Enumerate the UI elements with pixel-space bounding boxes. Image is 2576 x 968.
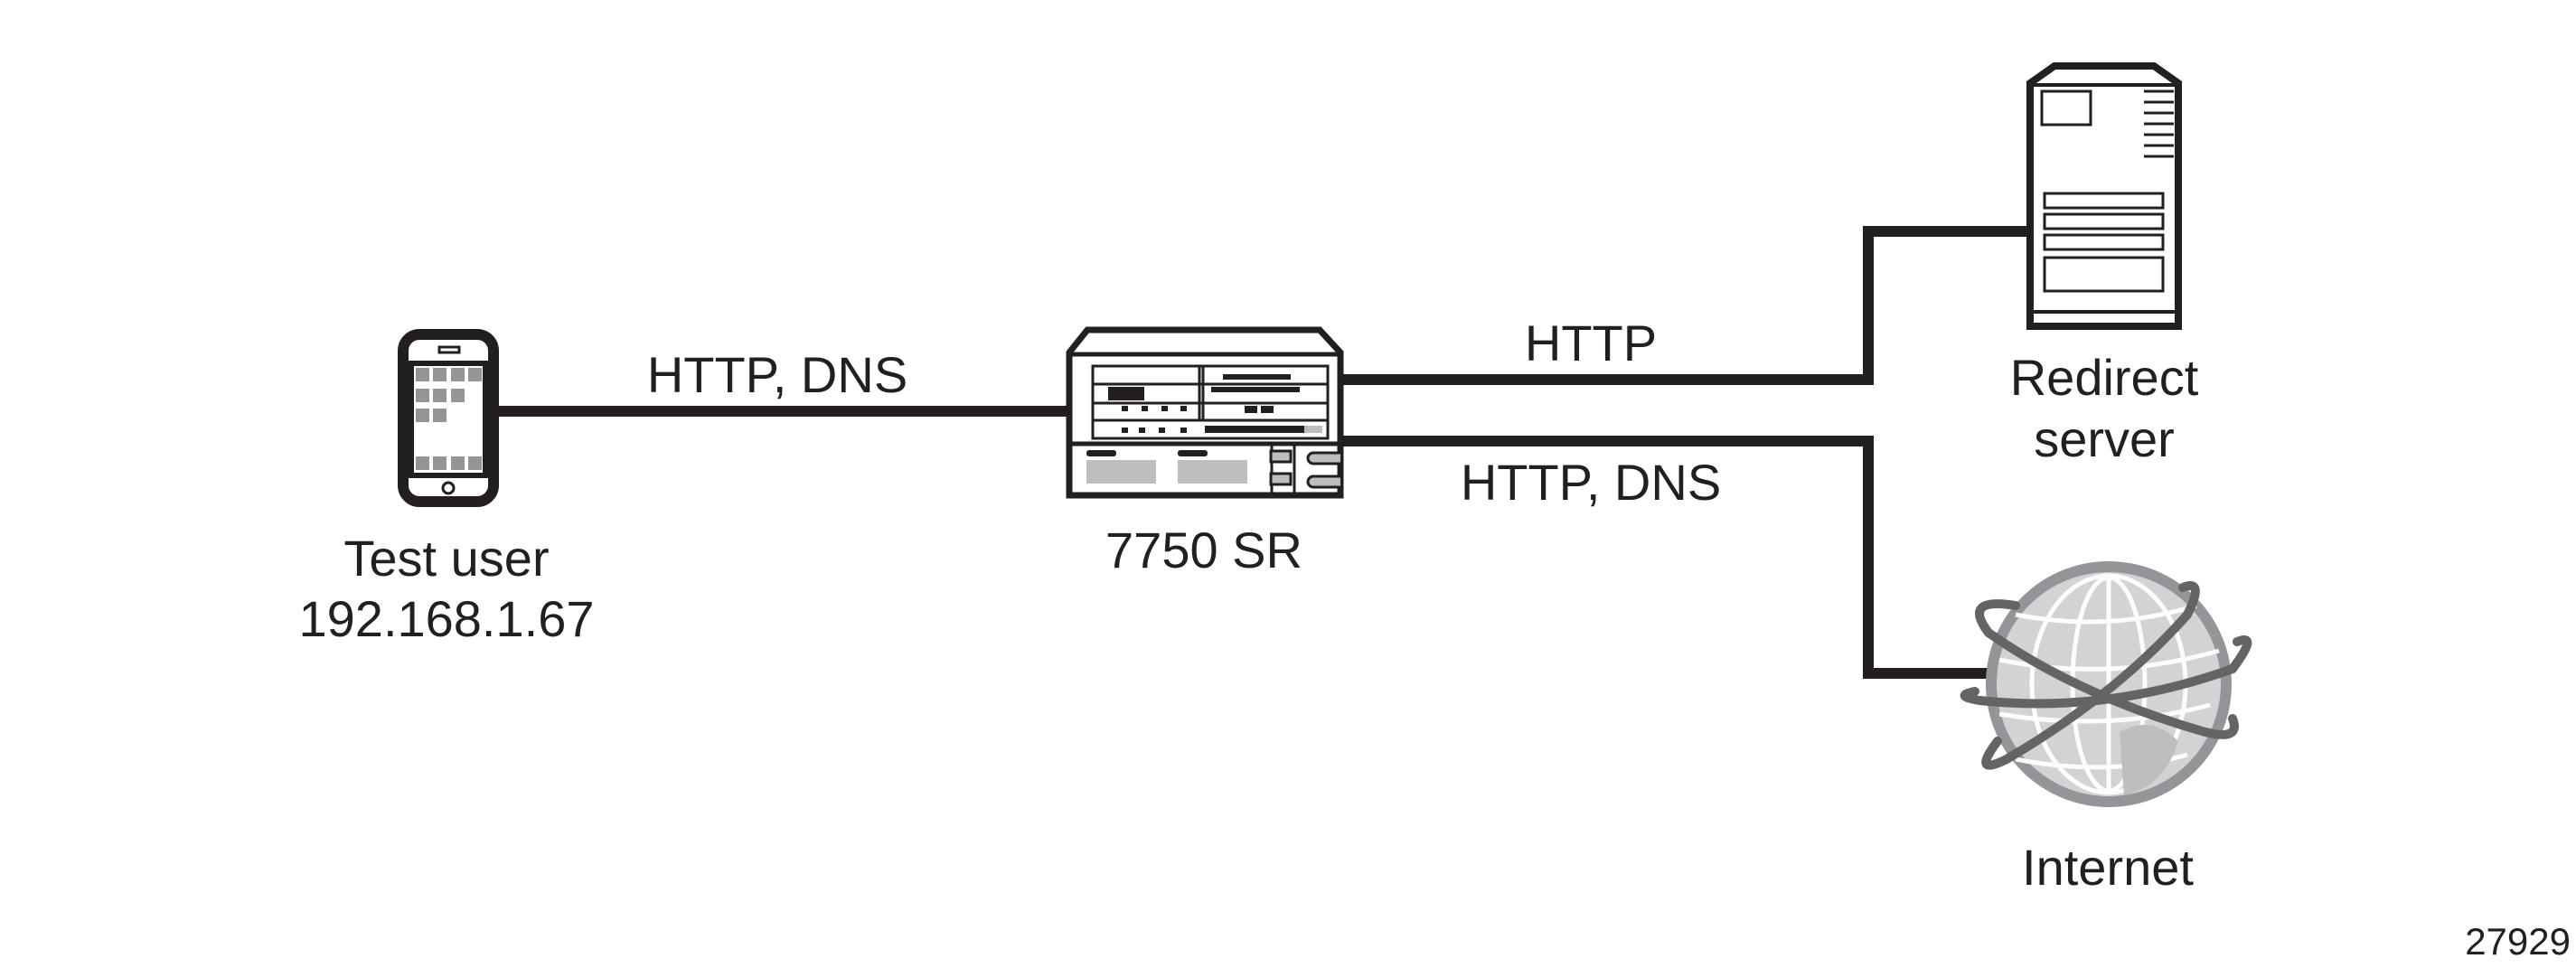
link-router-internet: [1340, 436, 2002, 679]
router-icon: [1066, 326, 1344, 499]
redirect-server-label-line1: Redirect: [2009, 349, 2199, 406]
figure-number: 27929: [2465, 920, 2571, 963]
test-user-ip: 192.168.1.67: [298, 590, 595, 647]
link-label-router-internet: HTTP, DNS: [1460, 454, 1722, 511]
internet-label: Internet: [2022, 839, 2194, 896]
redirect-server-label-line2: server: [2034, 410, 2175, 467]
links: [493, 226, 2029, 679]
link-label-router-redirect: HTTP: [1524, 315, 1658, 371]
link-label-user-router: HTTP, DNS: [646, 346, 908, 403]
link-router-redirect: [1340, 226, 2029, 385]
server-icon: [2026, 62, 2182, 330]
phone-icon: [398, 329, 499, 507]
globe-icon: [1960, 561, 2252, 807]
test-user-label: Test user: [343, 530, 550, 587]
router-label: 7750 SR: [1105, 522, 1302, 578]
